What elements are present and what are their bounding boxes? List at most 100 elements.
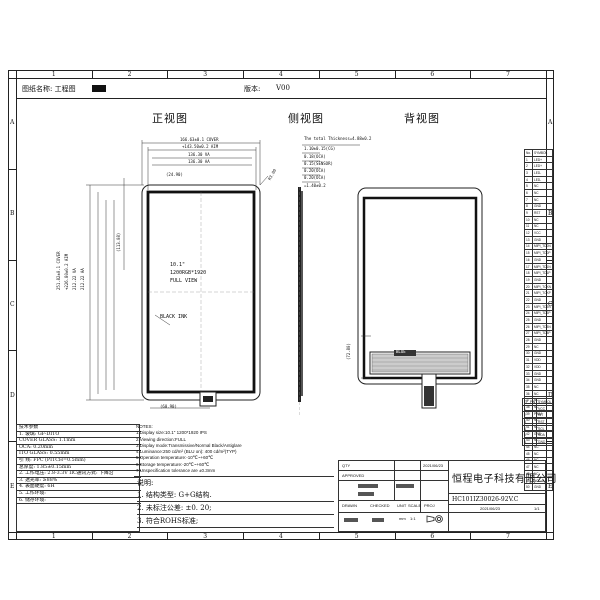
spec-row: 1. 玻璃: GF-DITO <box>17 432 141 439</box>
tb-redacted-3 <box>396 484 414 488</box>
note-line: 2.Viewing direction:FULL <box>136 436 186 442</box>
side-dim-sensor: 0.15(SENSOR) <box>304 161 333 166</box>
note-line: 3.Display mode:Transmissive/Normal Black… <box>136 442 242 448</box>
pin-symbol: NC <box>531 182 553 191</box>
row-letter-right: A <box>548 119 553 127</box>
column-divider <box>167 532 169 540</box>
pin-symbol: MIPI_TD0N <box>531 242 553 251</box>
pin-number: 23 <box>524 302 533 311</box>
column-divider <box>470 70 472 78</box>
dim-aa-height: +226.80±0.2 AIM <box>64 253 69 290</box>
pin-symbol: GND <box>531 256 553 264</box>
pin-symbol: NC <box>531 449 553 458</box>
tb-scale: SCALE <box>408 503 422 508</box>
title-block-divider-h1 <box>338 470 448 471</box>
pin-number: 6 <box>521 438 538 446</box>
pin-symbol: MIPI_TD2N <box>531 302 553 311</box>
pin-number: 18 <box>524 269 533 278</box>
title-block-divider-h3 <box>338 500 448 501</box>
projection-symbol-icon <box>426 515 443 523</box>
version-value: V00 <box>276 84 290 92</box>
pin-number: 3 <box>524 169 533 177</box>
explain-line: 1. 结构类型: G+G结构. <box>137 489 334 502</box>
header-row <box>16 78 546 99</box>
row-divider <box>8 168 16 170</box>
pin-number: 15 <box>524 249 533 257</box>
pin-number: 20 <box>524 282 533 291</box>
title-block-divider-h6 <box>448 504 546 505</box>
tb-redacted-4 <box>344 518 358 522</box>
pin-number: 28 <box>524 336 533 344</box>
column-number-top: 4 <box>279 71 283 78</box>
column-divider <box>470 532 472 540</box>
row-divider <box>8 259 16 261</box>
row-letter-left: C <box>10 301 15 308</box>
company-name: 恒程电子科技有限公司 <box>452 474 557 485</box>
pin-number: 34 <box>524 376 533 385</box>
pin-number: 36 <box>524 389 533 398</box>
pin-symbol: VDD <box>531 363 553 371</box>
side-view-title: 侧视图 <box>288 112 324 125</box>
pin-symbol: GND <box>531 369 553 378</box>
tb-mm: mm <box>399 516 406 521</box>
pin-number: 30 <box>524 349 533 358</box>
column-divider <box>318 70 320 78</box>
pin-symbol: GND <box>531 349 553 358</box>
column-number-bottom: 4 <box>279 533 283 540</box>
explain-line: 3. 符合ROHS标准; <box>137 515 334 528</box>
pin-number: 25 <box>524 316 533 324</box>
pin-number: 1 <box>521 404 538 413</box>
dim-aa-height-2: 212.22 AA <box>80 268 85 290</box>
column-divider <box>243 532 245 540</box>
tp-header-symbol: SYMBOL <box>536 398 554 406</box>
column-divider <box>318 532 320 540</box>
pin-number: 10 <box>524 215 533 224</box>
pin-number: 12 <box>524 229 533 237</box>
column-divider <box>394 532 396 540</box>
pin-number: 29 <box>524 342 533 351</box>
part-number: HC101IZ30026-92V.C <box>452 496 519 503</box>
title-block-divider-v2 <box>394 460 395 500</box>
pin-symbol: NC <box>531 389 553 398</box>
side-dim-oca-2: 0.20(OCA) <box>304 168 326 173</box>
drawing-name-redacted <box>92 85 106 92</box>
back-view-drawing <box>357 187 483 409</box>
pin-number: 4 <box>521 424 538 433</box>
row-divider <box>8 350 16 352</box>
drawing-name-label: 图纸名称: 工程图 <box>22 85 76 93</box>
front-view-drawing <box>86 140 269 409</box>
side-dim-cg: 1.10±0.15(CG) <box>304 146 336 151</box>
explain-title: 说明: <box>137 479 154 487</box>
column-number-bottom: 5 <box>354 533 359 540</box>
pin-symbol: MIPI_TCKP <box>531 289 553 298</box>
pin-header-symbol: SYMBOL <box>531 149 553 157</box>
pin-number: 31 <box>524 356 533 364</box>
row-letter-left: B <box>10 210 15 218</box>
pin-symbol: GND <box>531 316 553 324</box>
pin-symbol: VCC <box>531 229 553 237</box>
pin-symbol: VCC <box>536 404 554 413</box>
pin-symbol: NC <box>531 342 553 351</box>
pin-number: 7 <box>524 195 533 204</box>
column-number-bottom: 1 <box>51 533 56 540</box>
pin-symbol: MIPI_TCKN <box>531 282 553 291</box>
title-block-divider-h5 <box>448 493 546 494</box>
